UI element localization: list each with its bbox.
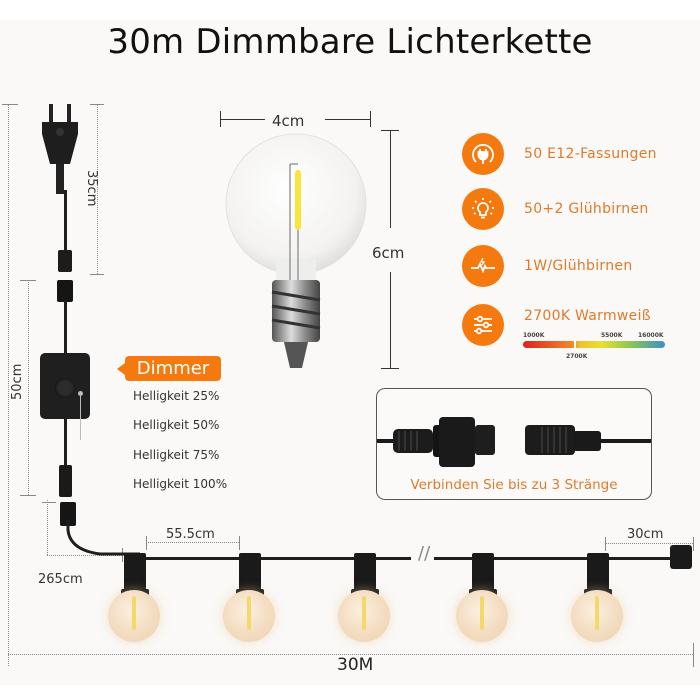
power-pulse-icon — [462, 245, 504, 287]
string-bulb — [108, 590, 160, 642]
plug-cable — [64, 190, 67, 270]
dimension-tick — [146, 536, 147, 550]
brightness-level-100: Helligkeit 100% — [133, 477, 228, 491]
cable-break-mark: // — [418, 543, 431, 564]
feature-label: 50 E12-Fassungen — [524, 146, 657, 162]
dimension-tick — [693, 643, 694, 667]
color-temperature-marker — [574, 339, 576, 350]
feature-label: 1W/Glühbirnen — [524, 258, 633, 274]
string-bulb — [571, 590, 623, 642]
string-cable-left — [132, 557, 411, 560]
dimension-tick — [20, 280, 36, 281]
dimmer-length-label: 50cm — [10, 363, 25, 400]
bulb-width-line-left — [220, 119, 265, 120]
bulb-height-line-bottom — [390, 272, 391, 368]
lightbulb-icon — [462, 188, 504, 230]
bulb-width-tick — [220, 111, 221, 127]
sliders-icon — [462, 304, 504, 346]
dimension-tick — [20, 495, 36, 496]
lead-dimension-line — [47, 500, 48, 555]
dimmer-output-connector — [59, 465, 72, 497]
large-bulb-image — [222, 130, 370, 380]
string-output-connector — [670, 545, 692, 569]
dimmer-cable-bottom — [64, 418, 67, 488]
feature-label: 2700K Warmweiß — [524, 308, 651, 324]
dimension-tick — [693, 537, 694, 551]
total-dimension-line — [8, 654, 693, 655]
string-bulb — [456, 590, 508, 642]
eu-plug — [40, 104, 80, 194]
bulb-height-tick — [381, 368, 399, 369]
product-canvas — [0, 20, 700, 685]
dimension-tick — [239, 536, 240, 550]
bulb-socket — [236, 553, 264, 597]
total-length-label: 30M — [337, 655, 374, 675]
color-temperature-bar — [523, 341, 665, 348]
dimension-tick — [90, 104, 104, 105]
bulb-socket — [469, 553, 497, 597]
bulb-height-label: 6cm — [372, 244, 405, 262]
page-title: 30m Dimmbare Lichterkette — [107, 22, 593, 62]
lead-cable — [66, 520, 140, 556]
brightness-level-50: Helligkeit 50% — [133, 418, 220, 432]
string-cable-right — [434, 557, 670, 560]
dimmer-indicator — [78, 391, 83, 396]
brightness-level-25: Helligkeit 25% — [133, 389, 220, 403]
string-bulb — [223, 590, 275, 642]
scale-label-min: 1000K — [523, 332, 545, 339]
spacing-dimension-line — [146, 542, 239, 543]
connector-panel: Verbinden Sie bis zu 3 Stränge — [376, 388, 652, 500]
leader-line — [80, 396, 81, 440]
string-bulb — [338, 590, 390, 642]
dimmer-dimension-line — [28, 280, 29, 495]
bulb-socket — [584, 553, 612, 597]
lead-length-label: 265cm — [38, 572, 83, 587]
plug-dimension-line — [97, 104, 98, 274]
scale-label-mid: 5500K — [601, 332, 623, 339]
spacing-label: 55.5cm — [166, 527, 215, 542]
plug-length-label: 35cm — [84, 170, 99, 207]
dimension-tick — [605, 537, 606, 551]
bulb-width-line-right — [325, 119, 370, 120]
string-input-connector — [60, 502, 76, 526]
bulb-socket — [121, 553, 149, 597]
tail-length-label: 30cm — [627, 527, 664, 542]
feature-sockets: 50 E12-Fassungen — [462, 133, 657, 175]
brightness-level-75: Helligkeit 75% — [133, 448, 220, 462]
tail-dimension-line — [605, 543, 693, 544]
feature-label: 50+2 Glühbirnen — [524, 201, 649, 217]
bulb-width-label: 4cm — [272, 112, 305, 130]
feature-power: 1W/Glühbirnen — [462, 245, 633, 287]
outer-dimension-line — [8, 104, 9, 666]
bulb-height-tick — [381, 130, 399, 131]
plug-icon — [462, 133, 504, 175]
dimmer-cable-top — [64, 300, 67, 358]
bulb-socket — [351, 553, 379, 597]
dimension-tick — [90, 274, 104, 275]
lead-dimension-line — [47, 555, 122, 556]
feature-bulbs: 50+2 Glühbirnen — [462, 188, 649, 230]
dimension-tick — [2, 104, 18, 105]
plug-connector — [58, 250, 72, 272]
bulb-width-tick — [370, 111, 371, 127]
dimmer-button[interactable] — [55, 378, 75, 398]
dimmer-input-connector — [57, 280, 73, 302]
dimension-tick — [42, 502, 56, 503]
dimmer-box — [40, 353, 90, 419]
scale-marker-label: 2700K — [566, 353, 588, 360]
connector-caption: Verbinden Sie bis zu 3 Stränge — [410, 477, 618, 493]
feature-color-temp: 2700K Warmweiß — [462, 304, 651, 346]
scale-label-max: 16000K — [638, 332, 664, 339]
bulb-height-line-top — [390, 130, 391, 228]
waterproof-connector-image — [377, 417, 651, 467]
dimmer-badge: Dimmer — [117, 356, 221, 381]
